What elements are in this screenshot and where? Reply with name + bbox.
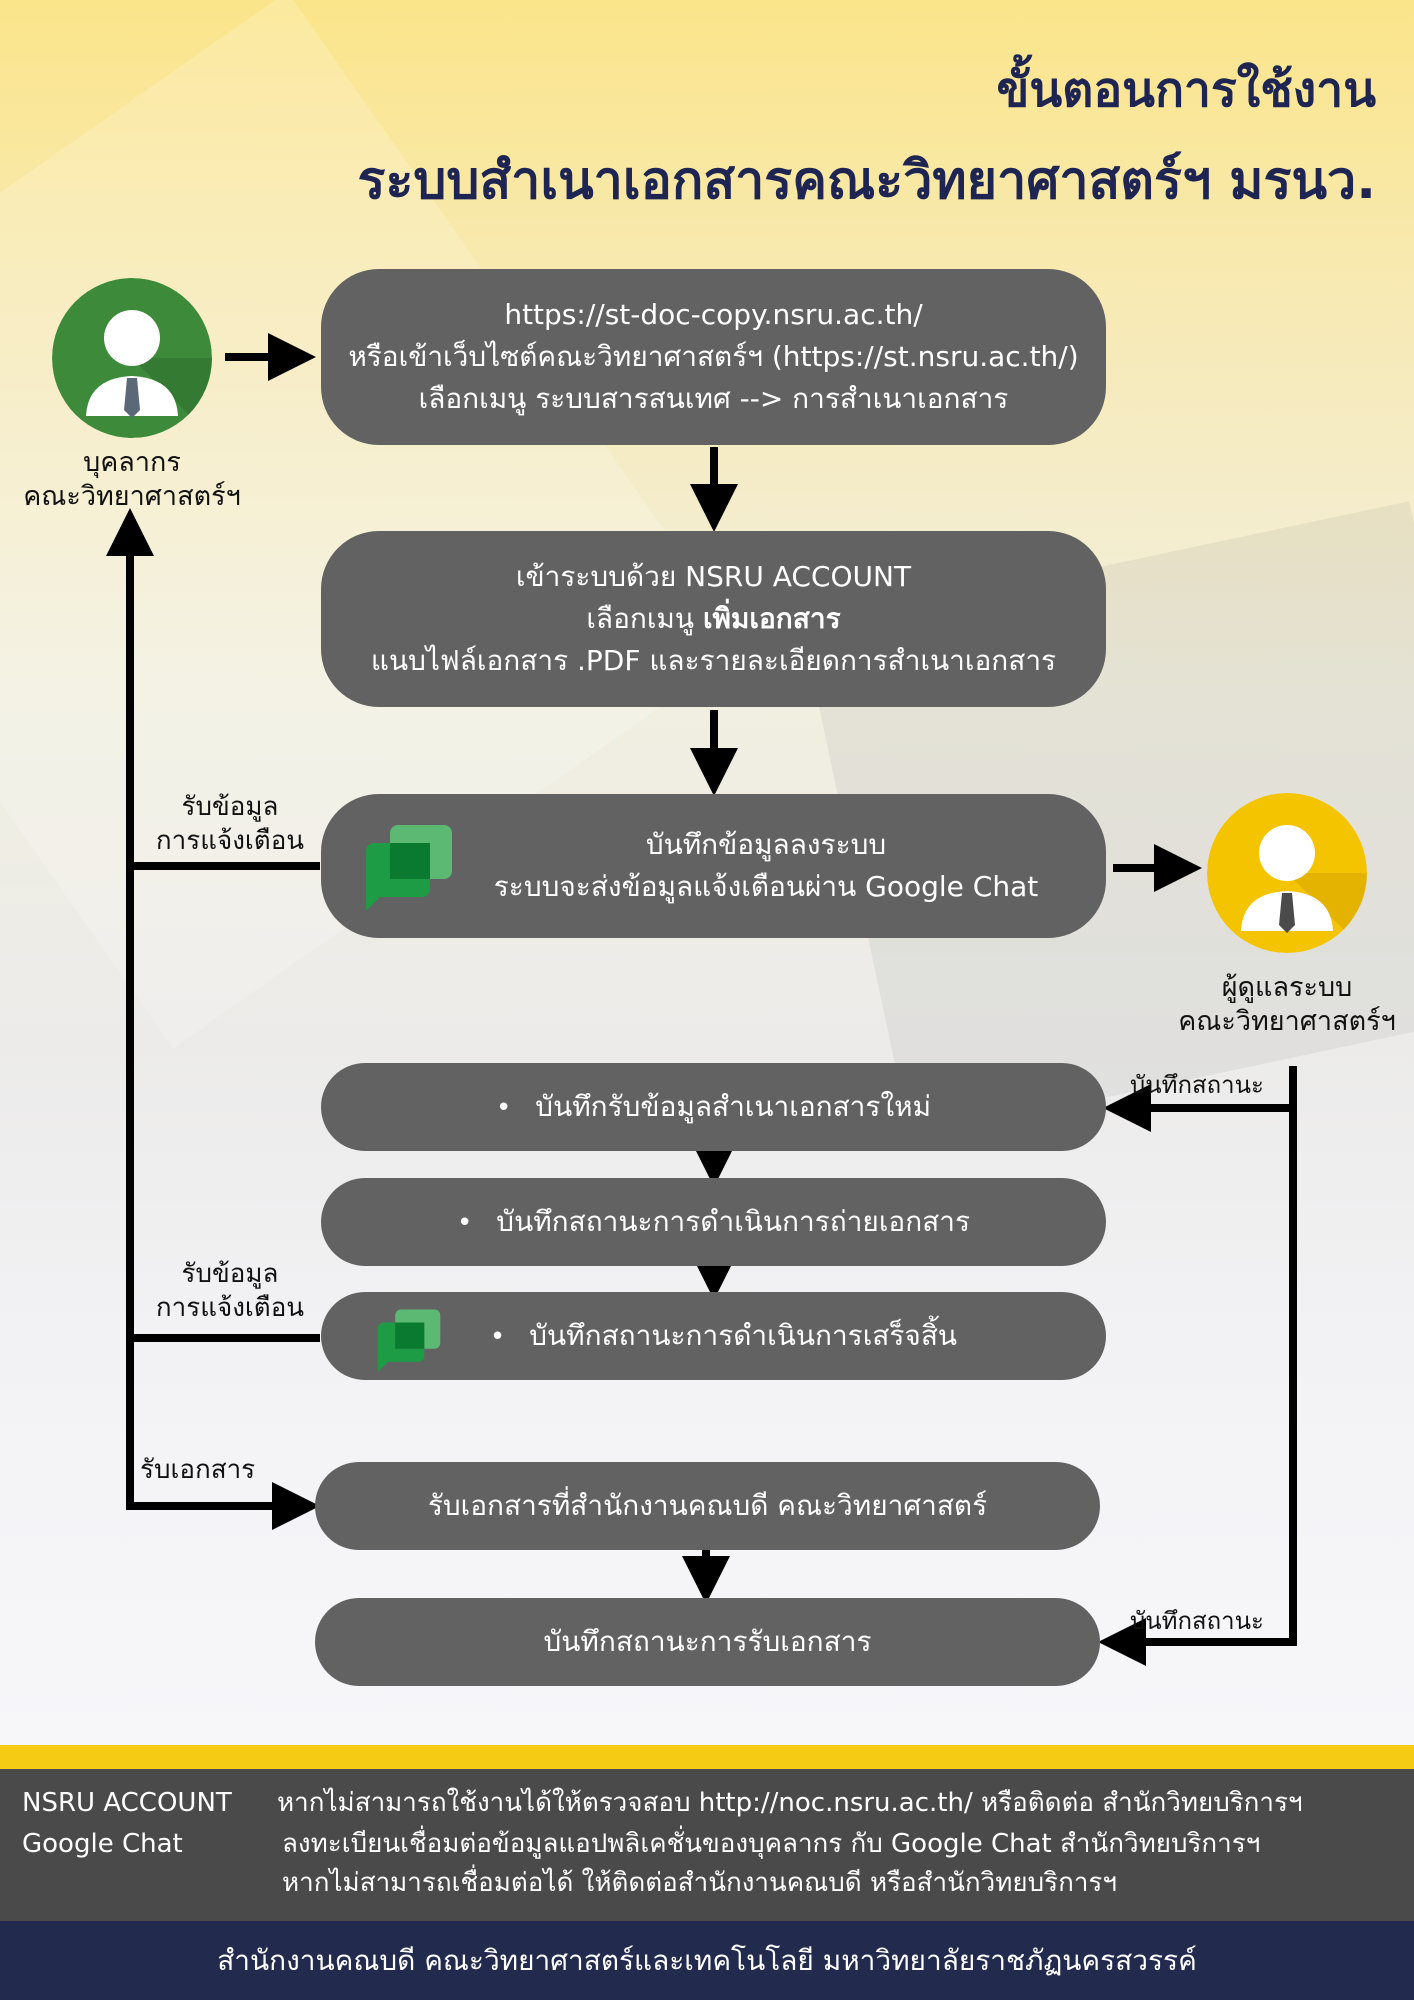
receive-docs-label: รับเอกสาร xyxy=(140,1455,256,1485)
notify-label-b: รับข้อมูล การแจ้งเตือน xyxy=(140,1257,320,1325)
info-panel: NSRU ACCOUNT หากไม่สามารถใช้งานได้ให้ตรว… xyxy=(0,1769,1414,1921)
flow-connectors xyxy=(106,333,1297,1666)
title-line-2: ระบบสำเนาเอกสารคณะวิทยาศาสตร์ฯ มรนว. xyxy=(357,151,1376,211)
staff-person-icon xyxy=(52,278,212,438)
step-5-text: บันทึกสถานะการดำเนินการถ่ายเอกสาร xyxy=(457,1201,970,1244)
record-status-label-a: บันทึกสถานะ xyxy=(1130,1071,1264,1099)
step-8-box: บันทึกสถานะการรับเอกสาร xyxy=(315,1598,1100,1686)
step-1-menu: เลือกเมนู ระบบสารสนเทศ --> การสำเนาเอกสา… xyxy=(418,382,1009,415)
step-1-box: https://st-doc-copy.nsru.ac.th/ หรือเข้า… xyxy=(321,269,1106,445)
step-8-text: บันทึกสถานะการรับเอกสาร xyxy=(543,1625,872,1658)
notify-label-b-line1: รับข้อมูล xyxy=(181,1259,279,1289)
google-chat-icon xyxy=(377,1309,441,1372)
step-2-attach: แนบไฟล์เอกสาร .PDF และรายละเอียดการสำเนา… xyxy=(370,644,1057,677)
footer-text: สำนักงานคณบดี คณะวิทยาศาสตร์และเทคโนโลยี… xyxy=(217,1943,1197,1977)
notify-label-a-line2: การแจ้งเตือน xyxy=(155,826,305,856)
step-7-text: รับเอกสารที่สำนักงานคณบดี คณะวิทยาศาสตร์ xyxy=(427,1489,988,1522)
footer: สำนักงานคณบดี คณะวิทยาศาสตร์และเทคโนโลยี… xyxy=(0,1921,1414,2000)
staff-label-line2: คณะวิทยาศาสตร์ฯ xyxy=(23,481,241,512)
info-row2-text: ลงทะเบียนเชื่อมต่อข้อมูลแอปพลิเคชั่นของบ… xyxy=(282,1829,1261,1859)
notify-label-a-line1: รับข้อมูล xyxy=(181,792,279,822)
step-7-box: รับเอกสารที่สำนักงานคณบดี คณะวิทยาศาสตร์ xyxy=(315,1462,1100,1550)
step-3-save: บันทึกข้อมูลลงระบบ xyxy=(645,828,887,861)
accent-bar xyxy=(0,1745,1414,1769)
notify-label-b-line2: การแจ้งเตือน xyxy=(155,1293,305,1323)
google-chat-icon xyxy=(366,825,452,911)
step-2-menu: เลือกเมนู เพิ่มเอกสาร xyxy=(586,598,840,640)
step-2-menu-bold: เพิ่มเอกสาร xyxy=(702,602,841,635)
step-2-menu-prefix: เลือกเมนู xyxy=(586,602,703,635)
admin-person-icon xyxy=(1207,793,1367,953)
step-1-alt-site: หรือเข้าเว็บไซต์คณะวิทยาศาสตร์ฯ (https:/… xyxy=(348,340,1079,373)
step-2-box: เข้าระบบด้วย NSRU ACCOUNT เลือกเมนู เพิ่… xyxy=(321,531,1106,707)
step-6-box: บันทึกสถานะการดำเนินการเสร็จสิ้น xyxy=(321,1292,1106,1380)
info-row1-key: NSRU ACCOUNT xyxy=(22,1788,232,1818)
admin-label: ผู้ดูแลระบบ คณะวิทยาศาสตร์ฯ xyxy=(1160,971,1414,1039)
step-3-notify: ระบบจะส่งข้อมูลแจ้งเตือนผ่าน Google Chat xyxy=(493,870,1039,903)
record-status-label-b: บันทึกสถานะ xyxy=(1130,1607,1264,1635)
staff-label: บุคลากร คณะวิทยาศาสตร์ฯ xyxy=(12,446,252,514)
notify-label-a: รับข้อมูล การแจ้งเตือน xyxy=(140,790,320,858)
info-row1-text: หากไม่สามารถใช้งานได้ให้ตรวจสอบ http://n… xyxy=(277,1788,1303,1818)
title-line-1: ขั้นตอนการใช้งาน xyxy=(996,62,1376,118)
admin-label-line2: คณะวิทยาศาสตร์ฯ xyxy=(1178,1006,1396,1037)
step-1-url: https://st-doc-copy.nsru.ac.th/ xyxy=(504,298,923,331)
step-2-login: เข้าระบบด้วย NSRU ACCOUNT xyxy=(515,560,912,593)
staff-label-line1: บุคลากร xyxy=(83,447,181,478)
info-row3-text: หากไม่สามารถเชื่อมต่อได้ ให้ติดต่อสำนักง… xyxy=(282,1868,1117,1898)
step-4-text: บันทึกรับข้อมูลสำเนาเอกสารใหม่ xyxy=(496,1086,931,1129)
step-4-box: บันทึกรับข้อมูลสำเนาเอกสารใหม่ xyxy=(321,1063,1106,1151)
info-row2-key: Google Chat xyxy=(22,1829,183,1859)
step-5-box: บันทึกสถานะการดำเนินการถ่ายเอกสาร xyxy=(321,1178,1106,1266)
admin-label-line1: ผู้ดูแลระบบ xyxy=(1221,972,1353,1003)
step-6-text: บันทึกสถานะการดำเนินการเสร็จสิ้น xyxy=(490,1315,957,1358)
